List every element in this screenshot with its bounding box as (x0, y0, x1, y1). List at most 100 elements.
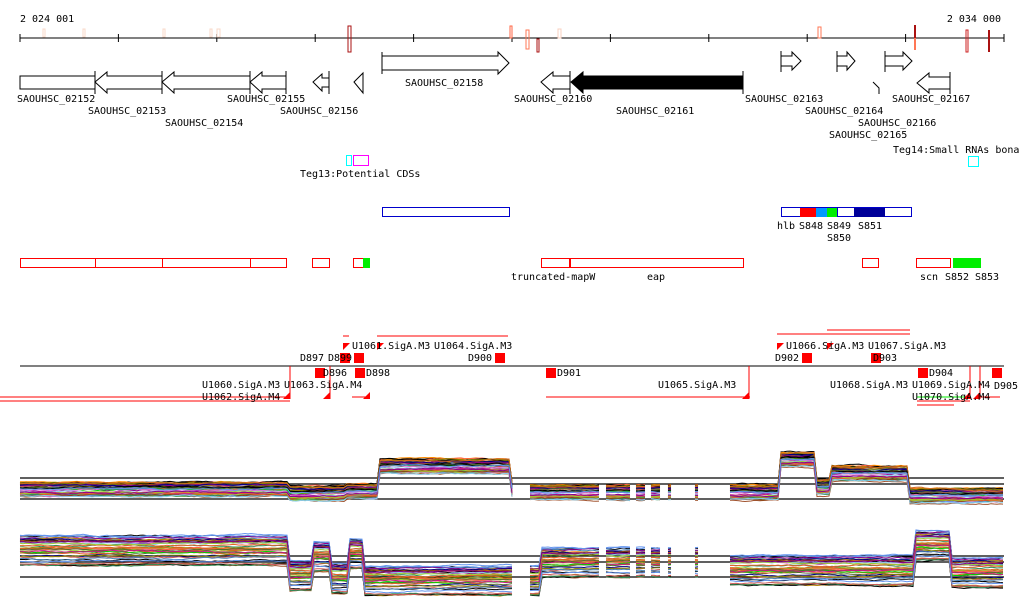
expression-line (635, 484, 646, 486)
expression-line (650, 560, 661, 563)
expression-plot-forward (19, 450, 1004, 505)
expression-line (605, 568, 631, 571)
feature-s852-s853[interactable] (953, 258, 981, 268)
gene-saouhsc-02152[interactable] (19, 75, 96, 90)
expression-line (729, 529, 1004, 559)
feature-green[interactable] (363, 258, 370, 268)
expression-line (729, 529, 1004, 560)
expression-line (729, 546, 1004, 577)
expression-line (650, 552, 661, 555)
expression-line (635, 499, 646, 501)
expression-line (605, 496, 631, 500)
transcript-d897[interactable]: D897 (300, 353, 324, 364)
expression-line (635, 552, 646, 554)
feature-box[interactable] (250, 258, 287, 268)
transcript-u1065[interactable]: U1065.SigA.M3 (658, 380, 736, 391)
transcript-marks (0, 329, 1002, 406)
gene-saouhsc-02166[interactable] (884, 50, 913, 72)
transcript-d901[interactable]: D901 (557, 368, 581, 379)
expression-line (650, 559, 661, 561)
feature-eap[interactable] (570, 258, 744, 268)
gene-label-02158: SAOUHSC_02158 (405, 78, 483, 89)
gene-saouhsc-02154[interactable] (161, 70, 251, 95)
expression-line (529, 561, 600, 583)
feature-box[interactable] (20, 258, 96, 268)
transcript-d902[interactable]: D902 (775, 353, 799, 364)
srna-s849[interactable] (816, 208, 827, 217)
potential-cds-feature[interactable] (353, 155, 369, 166)
gene-saouhsc-02156[interactable] (312, 71, 330, 94)
expression-line (729, 533, 1004, 564)
srna-s851[interactable] (854, 208, 885, 217)
expression-line (605, 495, 631, 498)
expression-line (694, 487, 699, 489)
teg14-track: Teg14:Small RNAs bona (893, 145, 1019, 167)
expression-line (635, 567, 646, 570)
transcript-u1068[interactable]: U1068.SigA.M3 (830, 380, 908, 391)
srna-s850[interactable] (827, 208, 837, 217)
feature-box[interactable] (162, 258, 251, 268)
gene-saouhsc-02161[interactable] (570, 70, 744, 95)
teg14-label: Teg14:Small RNAs bona (893, 145, 1019, 156)
gene-saouhsc-02165[interactable] (872, 81, 880, 94)
feature-box[interactable] (353, 258, 364, 268)
transcript-d905[interactable]: D905 (994, 381, 1018, 392)
transcript-u1063[interactable]: U1063.SigA.M4 (284, 380, 362, 391)
gene-saouhsc-02163[interactable] (780, 50, 802, 72)
gene-saouhsc-02158[interactable] (381, 50, 510, 76)
feature-box[interactable] (862, 258, 879, 268)
feature-box[interactable] (312, 258, 330, 268)
expression-line (19, 549, 513, 584)
gene-saouhsc-02167[interactable] (916, 71, 951, 95)
expression-line (650, 494, 661, 496)
srna-label-s851: S851 (858, 221, 882, 232)
transcript-u1064[interactable]: U1064.SigA.M3 (434, 341, 512, 352)
expression-line (635, 497, 646, 500)
gene-label-02161: SAOUHSC_02161 (616, 106, 694, 117)
transcript-d900[interactable]: D900 (468, 353, 492, 364)
feature-box[interactable] (95, 258, 163, 268)
expression-line (667, 495, 672, 497)
transcript-u1067[interactable]: U1067.SigA.M3 (868, 341, 946, 352)
small-rna-feature[interactable] (968, 156, 979, 167)
srna-track: hlb S848 S849 S850 S851 (382, 207, 912, 244)
srna-s848[interactable] (800, 208, 816, 217)
expression-line (19, 467, 513, 498)
expression-line (635, 569, 646, 572)
expression-line (650, 549, 661, 551)
gene-saouhsc-02164[interactable] (836, 50, 856, 72)
gene-saouhsc-02155[interactable] (249, 70, 287, 95)
transcript-d896[interactable]: D896 (323, 368, 347, 379)
gene-small-reverse[interactable] (353, 71, 364, 95)
expression-line (529, 490, 600, 495)
transcript-d899[interactable]: D899 (328, 353, 352, 364)
srna-feature[interactable] (382, 207, 510, 217)
srna-feature-group[interactable] (781, 207, 912, 217)
feature-scn[interactable] (916, 258, 951, 268)
transcript-d898[interactable]: D898 (366, 368, 390, 379)
transcript-u1070[interactable]: U1070.SigA.M4 (912, 392, 990, 403)
expression-line (667, 548, 672, 550)
transcript-u1062[interactable]: U1062.SigA.M4 (202, 392, 280, 403)
transcript-d903[interactable]: D903 (873, 353, 897, 364)
gene-saouhsc-02160[interactable] (540, 70, 571, 95)
expression-line (529, 571, 600, 592)
potential-cds-feature[interactable] (346, 155, 352, 166)
transcript-u1060[interactable]: U1060.SigA.M3 (202, 380, 280, 391)
expression-line (729, 559, 1003, 590)
expression-line (635, 488, 646, 491)
transcript-u1061[interactable]: U1061.SigA.M3 (352, 341, 430, 352)
expression-line (635, 556, 646, 559)
expression-line (667, 547, 672, 549)
feature-truncated-mapw[interactable] (541, 258, 570, 268)
feature-label-scn: scn (920, 272, 938, 283)
transcript-d904[interactable]: D904 (929, 368, 953, 379)
expression-line (19, 468, 513, 499)
transcript-u1066[interactable]: U1066.SigA.M3 (786, 341, 864, 352)
ruler-end-label: 2 034 000 (947, 14, 1001, 25)
transcript-u1069[interactable]: U1069.SigA.M4 (912, 380, 990, 391)
expression-line (19, 561, 513, 596)
expression-line (19, 541, 512, 576)
expression-line (694, 570, 699, 572)
gene-saouhsc-02153[interactable] (94, 70, 163, 95)
